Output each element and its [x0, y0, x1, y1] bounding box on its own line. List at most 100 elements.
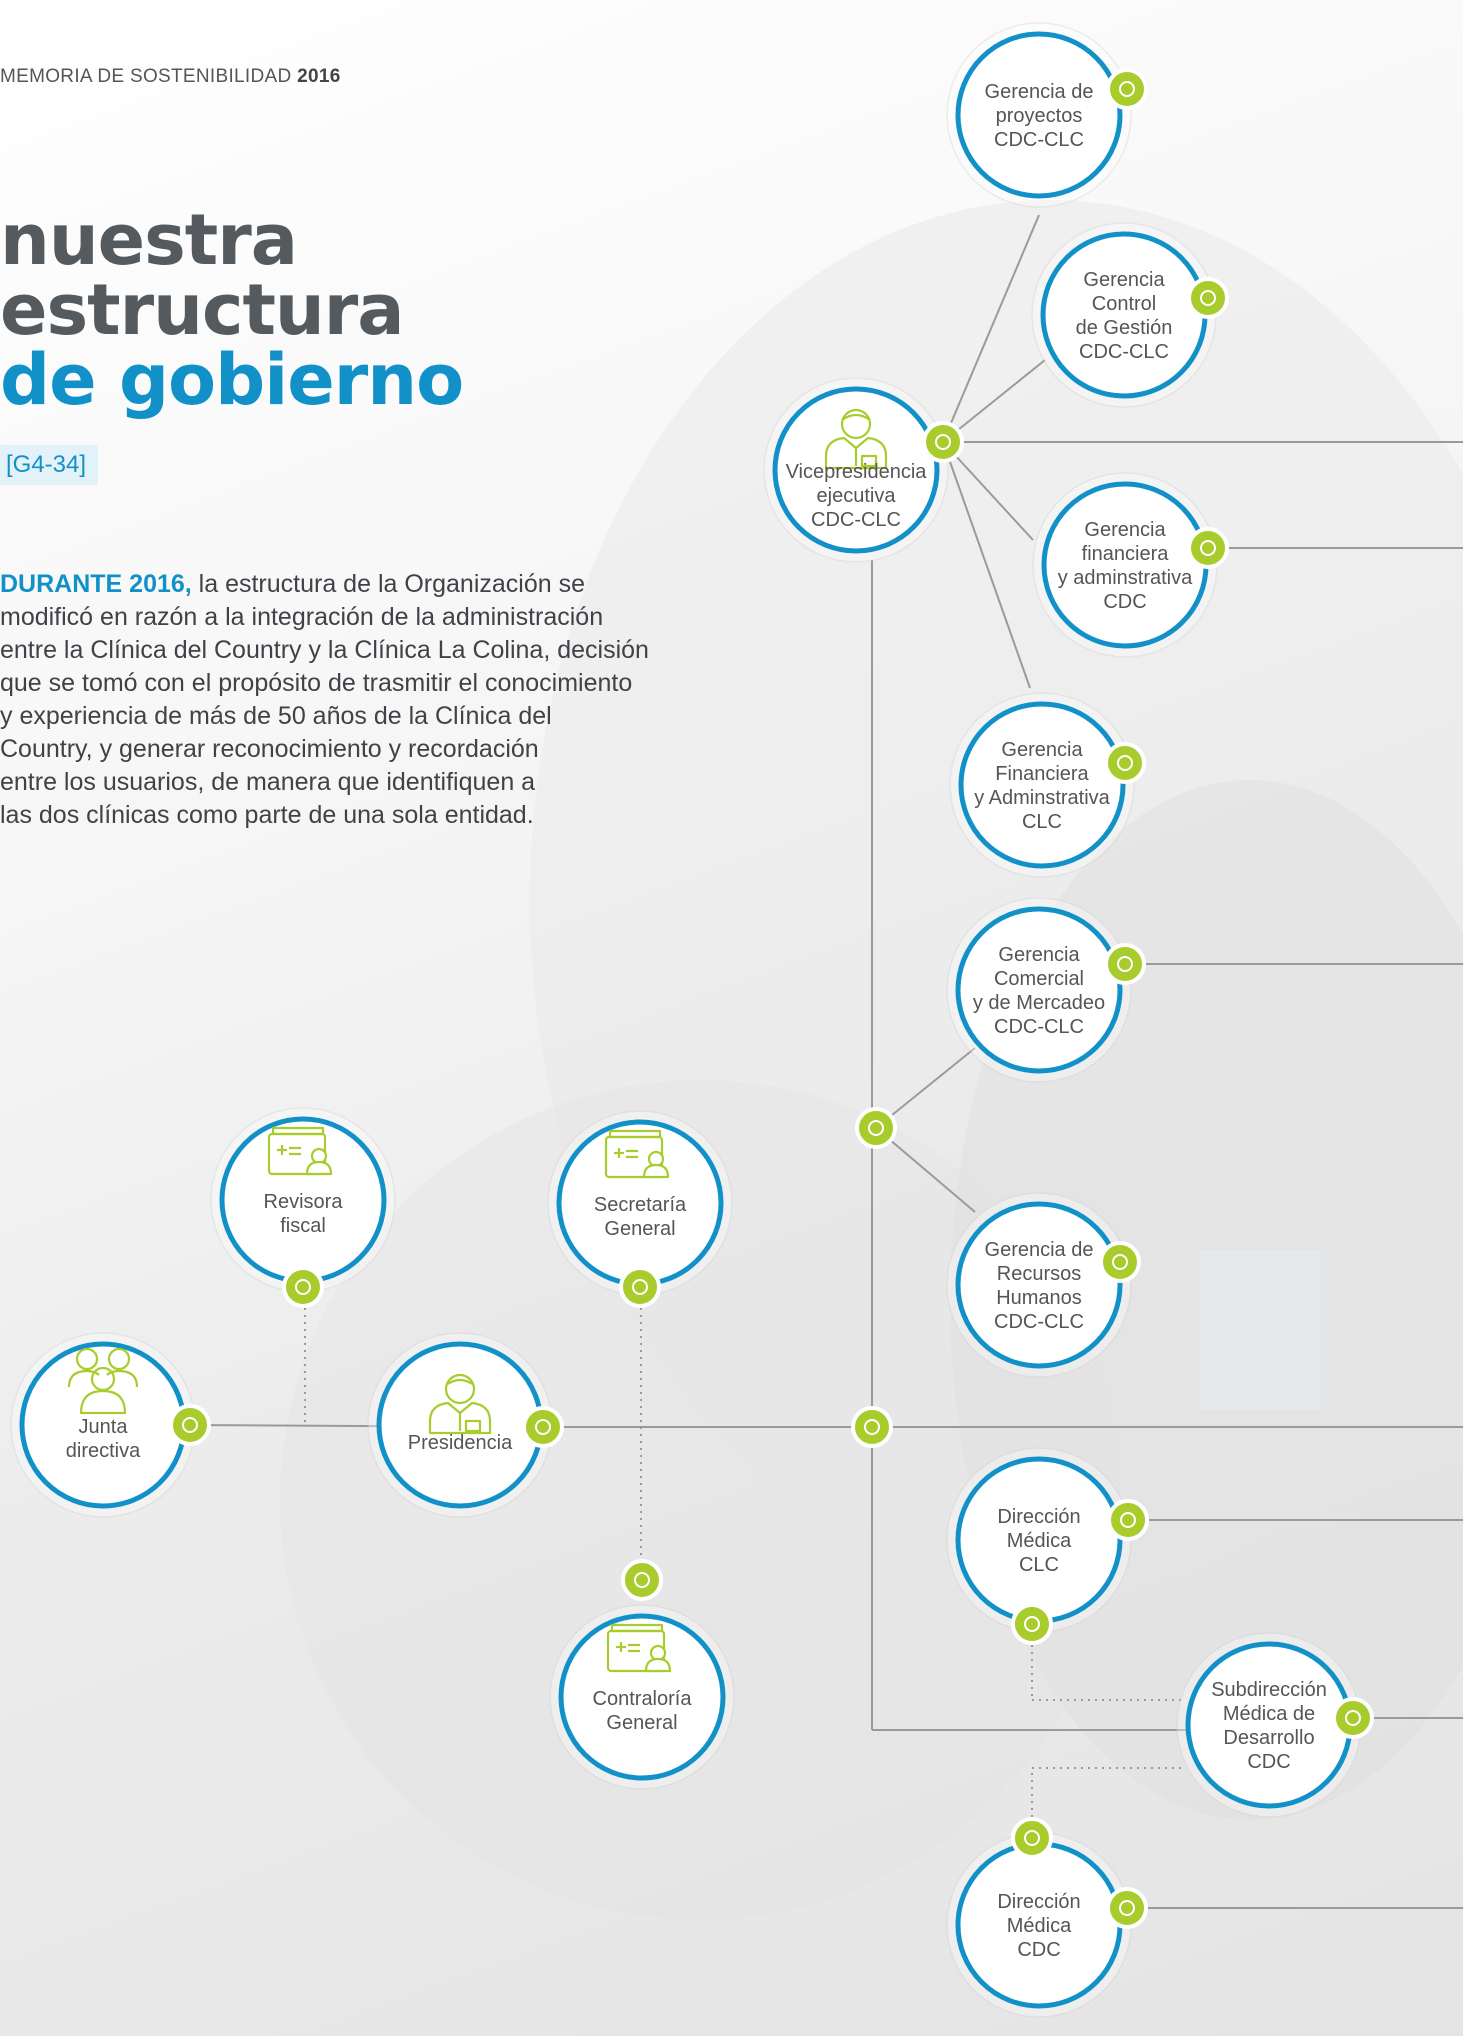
node-connector-ring [1120, 1512, 1136, 1528]
node-label: Dirección [997, 1506, 1080, 1528]
group-icon [67, 1347, 139, 1415]
node-label: CDC-CLC [811, 509, 901, 531]
node-connector-ring [634, 1572, 650, 1588]
node-label: Gerencia [1084, 519, 1166, 541]
node-connector-ring [1024, 1830, 1040, 1846]
intro-line: entre la Clínica del Country y la Clínic… [0, 636, 649, 664]
hub-dot-ring [868, 1120, 884, 1136]
header-prefix: MEMORIA DE SOSTENIBILIDAD [0, 66, 292, 87]
connector-line [942, 441, 1034, 541]
node-label: Recursos [997, 1263, 1081, 1285]
intro-line: Country, y generar reconocimiento y reco… [0, 735, 539, 763]
executive-person-icon [824, 408, 888, 470]
node-connector-ring [1119, 81, 1135, 97]
node-label: Subdirección [1211, 1679, 1327, 1701]
node-connector-dot [621, 1559, 663, 1601]
node-label: Gerencia de [985, 81, 1094, 103]
executive-person-icon [428, 1373, 492, 1435]
node-connector-ring [935, 434, 951, 450]
title-line-3: de gobierno [0, 339, 464, 421]
node-label: fiscal [280, 1215, 326, 1237]
node-label: Vicepresidencia [786, 461, 928, 483]
node-connector-dot [1106, 68, 1148, 110]
node-label: CDC [1103, 591, 1146, 613]
node-label: Revisora [264, 1191, 344, 1213]
node-label: y de Mercadeo [973, 992, 1105, 1014]
node-connector-ring [1119, 1900, 1135, 1916]
node-connector-dot [1106, 1887, 1148, 1929]
chart-nodes: Gerencia deproyectosCDC-CLCGerenciaContr… [10, 22, 1374, 2018]
node-label: de Gestión [1076, 317, 1173, 339]
node-label: CDC-CLC [1079, 341, 1169, 363]
intro-line: la estructura de la Organización se [191, 570, 585, 598]
node-label: Contraloría [593, 1688, 693, 1710]
intro-paragraph: DURANTE 2016, la estructura de la Organi… [0, 568, 740, 832]
node-ring [772, 386, 940, 554]
node-label: CDC-CLC [994, 1016, 1084, 1038]
node-label: Gerencia [1083, 269, 1165, 291]
node-label: CDC [1017, 1939, 1060, 1961]
node-connector-dot [619, 1266, 661, 1308]
node-connector-dot [1011, 1817, 1053, 1859]
node-label: ejecutiva [817, 485, 897, 507]
node-ring [1185, 1641, 1353, 1809]
node-ring [955, 31, 1123, 199]
connector-line [875, 1127, 976, 1213]
node-label: CLC [1022, 811, 1062, 833]
node-label: y Adminstrativa [974, 787, 1110, 809]
page-header: MEMORIA DE SOSTENIBILIDAD 2016 [0, 66, 341, 88]
node-label: proyectos [996, 105, 1083, 127]
title-line-2: estructura [0, 269, 405, 351]
intro-line: modificó en razón a la integración de la… [0, 603, 604, 631]
node-ring [1040, 231, 1208, 399]
node-label: Médica de [1223, 1703, 1315, 1725]
node-label: Junta [79, 1416, 129, 1438]
node-label: financiera [1082, 543, 1170, 565]
node-connector-dot [1011, 1603, 1053, 1645]
node-connector-ring [182, 1417, 198, 1433]
node-connector-dot [1104, 742, 1146, 784]
connector-line [942, 441, 1031, 689]
node-label: Secretaría [594, 1194, 687, 1216]
node-connector-ring [1117, 755, 1133, 771]
node-connector-ring [1024, 1616, 1040, 1632]
node-connector-ring [295, 1279, 311, 1295]
node-connector-ring [632, 1279, 648, 1295]
gri-tag: [G4-34] [0, 445, 99, 485]
node-connector-dot [1332, 1697, 1374, 1739]
header-year: 2016 [297, 66, 341, 87]
connector-lines [189, 214, 1463, 1909]
node-label: General [604, 1218, 675, 1240]
node-connector-dot [1187, 277, 1229, 319]
node-label: General [606, 1712, 677, 1734]
node-label: CDC-CLC [994, 129, 1084, 151]
node-ring [955, 906, 1123, 1074]
node-label: Gerencia de [985, 1239, 1094, 1261]
node-presidencia: Presidencia [367, 1332, 564, 1518]
node-connector-dot [1104, 943, 1146, 985]
node-connector-ring [1112, 1254, 1128, 1270]
node-label: Comercial [994, 968, 1084, 990]
node-ring [1041, 481, 1209, 649]
node-ring [958, 701, 1126, 869]
node-label: CDC [1247, 1751, 1290, 1773]
node-ring [955, 1201, 1123, 1369]
node-connector-dot [1187, 527, 1229, 569]
node-label: CLC [1019, 1554, 1059, 1576]
node-connector-ring [535, 1419, 551, 1435]
intro-line: y experiencia de más de 50 años de la Cl… [0, 702, 552, 730]
